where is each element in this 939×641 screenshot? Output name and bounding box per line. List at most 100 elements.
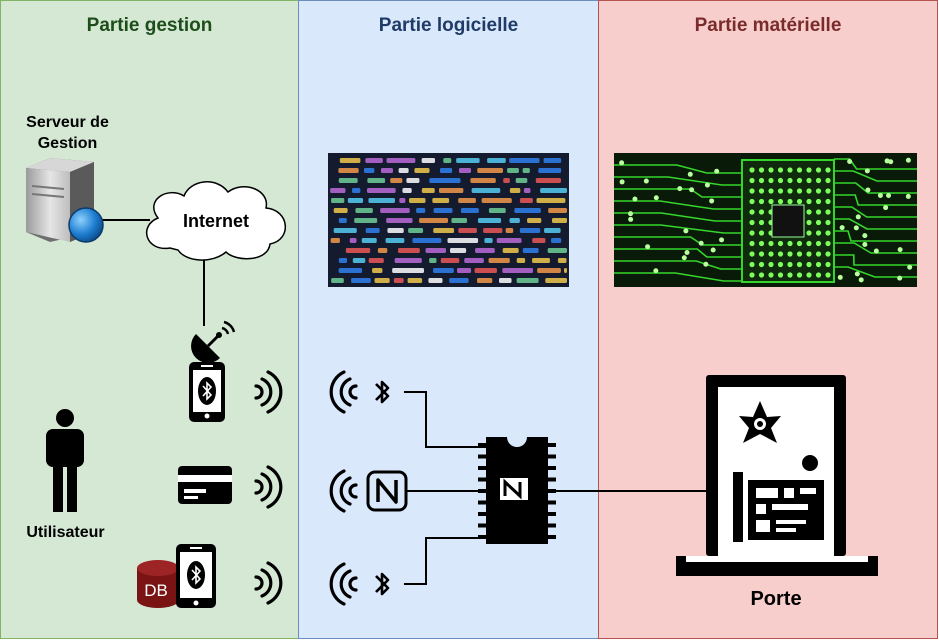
circuit-element xyxy=(787,188,793,194)
code-token xyxy=(515,178,528,183)
code-token xyxy=(505,228,514,233)
panel-logiciel: Partie logicielle xyxy=(298,0,599,639)
code-token xyxy=(429,258,437,263)
circuit-element xyxy=(834,218,917,230)
database-icon: DB xyxy=(137,560,179,608)
code-token xyxy=(432,198,450,203)
circuit-element xyxy=(815,188,822,194)
code-token xyxy=(519,228,541,233)
code-token xyxy=(516,258,526,263)
code-token xyxy=(488,258,510,263)
code-token xyxy=(451,218,468,223)
code-token xyxy=(355,208,373,213)
smartphone-bluetooth-icon xyxy=(189,362,225,422)
code-token xyxy=(471,188,501,193)
circuit-element xyxy=(888,159,894,165)
circuit-element xyxy=(704,182,710,188)
circuit-element xyxy=(806,240,812,247)
code-token xyxy=(527,218,542,223)
circuit-element xyxy=(796,272,803,278)
circuit-element xyxy=(815,261,822,268)
code-token xyxy=(387,228,404,233)
nfc-icon xyxy=(366,470,408,512)
circuit-element xyxy=(825,272,831,278)
circuit-element xyxy=(681,255,687,261)
wireless-signal-icon xyxy=(254,465,283,509)
circuit-element xyxy=(768,188,774,194)
code-token xyxy=(470,178,496,183)
code-token xyxy=(532,258,550,263)
code-token xyxy=(509,218,520,223)
code-token xyxy=(447,238,479,243)
circuit-element xyxy=(643,178,649,184)
door-label: Porte xyxy=(750,588,802,610)
circuit-element xyxy=(834,194,917,206)
circuit-element xyxy=(768,251,774,257)
circuit-element xyxy=(777,261,784,268)
code-token xyxy=(398,248,420,253)
code-token xyxy=(538,168,562,173)
chip-pin xyxy=(548,466,556,470)
circuit-element xyxy=(825,167,831,173)
circuit-element xyxy=(837,274,843,280)
chip-pin xyxy=(478,535,486,539)
person-icon xyxy=(46,409,84,512)
code-token xyxy=(457,268,472,273)
circuit-element xyxy=(897,247,903,253)
chip-pin xyxy=(478,489,486,493)
chip-pin xyxy=(548,523,556,528)
circuit-element xyxy=(758,261,765,268)
circuit-element xyxy=(853,225,859,231)
code-token xyxy=(544,228,561,233)
code-token xyxy=(416,208,426,213)
user-label: Utilisateur xyxy=(26,524,105,541)
code-token xyxy=(499,278,512,283)
code-token xyxy=(377,248,388,253)
code-token xyxy=(368,258,384,263)
server-label: Serveur de Gestion xyxy=(26,114,109,152)
code-token xyxy=(412,238,442,243)
circuit-element xyxy=(749,167,755,173)
code-token xyxy=(380,168,393,173)
wireless-signal-icon xyxy=(329,370,358,414)
satellite-dish-icon xyxy=(191,320,236,363)
code-token xyxy=(522,168,530,173)
code-token xyxy=(456,158,480,163)
circuit-element xyxy=(683,228,689,234)
panel-gestion: Partie gestion xyxy=(0,0,299,639)
code-token xyxy=(481,198,512,203)
circuit-element xyxy=(897,275,903,281)
code-token xyxy=(563,268,567,273)
circuit-element xyxy=(758,272,765,278)
circuit-element xyxy=(796,198,803,205)
circuit-element xyxy=(787,240,793,247)
code-token xyxy=(345,248,371,253)
code-token xyxy=(414,168,430,173)
code-token xyxy=(496,238,522,243)
circuit-element xyxy=(653,195,659,201)
circuit-element xyxy=(758,209,765,215)
circuit-element xyxy=(858,277,864,283)
circuit-element xyxy=(768,177,774,184)
code-token xyxy=(374,278,390,283)
circuit-element xyxy=(758,230,765,236)
code-token xyxy=(551,218,567,223)
circuit-element xyxy=(854,271,860,277)
circuit-element xyxy=(825,209,831,215)
circuit-element xyxy=(777,177,784,184)
code-token xyxy=(548,208,567,213)
circuit-element xyxy=(614,176,742,186)
code-token xyxy=(333,208,348,213)
circuit-element xyxy=(796,261,803,268)
circuit-element xyxy=(614,272,742,282)
circuit-element xyxy=(768,198,774,205)
code-token xyxy=(408,228,424,233)
circuit-element xyxy=(796,240,803,247)
credit-card-icon xyxy=(178,466,232,504)
code-token xyxy=(537,268,561,273)
code-token xyxy=(532,238,546,243)
circuit-element xyxy=(689,187,695,193)
code-token xyxy=(421,188,435,193)
code-token xyxy=(429,178,461,183)
